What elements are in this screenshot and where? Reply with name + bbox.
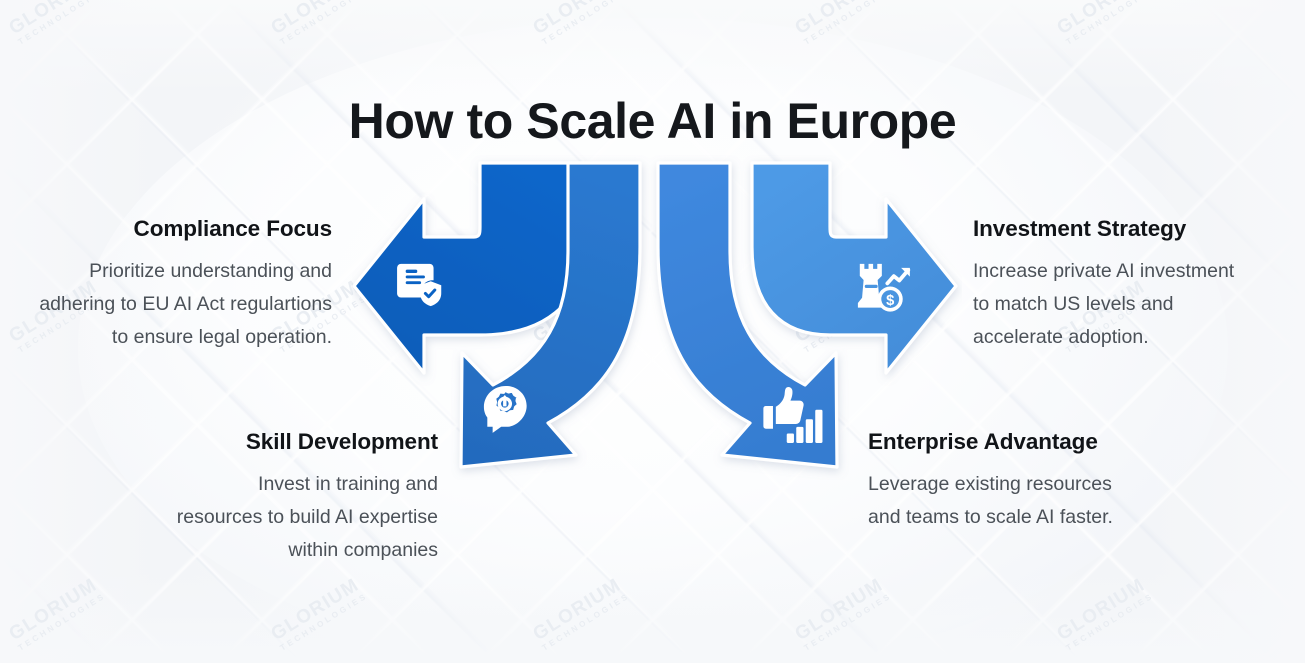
- block-compliance-heading: Compliance Focus: [133, 216, 333, 241]
- block-enterprise-heading: Enterprise Advantage: [868, 429, 1098, 454]
- arrow-investment: [750, 161, 958, 375]
- arrow-diagram: $: [352, 161, 958, 469]
- chess-rook-growth-dollar-icon: $: [857, 263, 911, 312]
- block-compliance-body: Prioritize understanding and adhering to…: [39, 260, 332, 348]
- thumbs-up-bar-chart-icon: [763, 386, 823, 443]
- block-skill-heading: Skill Development: [245, 429, 438, 454]
- block-skill-body: Invest in training and resources to buil…: [176, 473, 438, 561]
- head-gear-arrow-up-icon: [483, 385, 527, 433]
- page-title: How to Scale AI in Europe: [348, 92, 957, 149]
- block-skill-development: Skill Development Invest in training and…: [176, 429, 438, 567]
- block-investment-strategy: Investment Strategy Increase private AI …: [973, 216, 1253, 354]
- block-compliance-focus: Compliance Focus Prioritize understandin…: [36, 216, 332, 354]
- block-enterprise-advantage: Enterprise Advantage Leverage existing r…: [868, 429, 1148, 534]
- svg-text:$: $: [886, 293, 894, 309]
- block-enterprise-body: Leverage existing resources and teams to…: [868, 473, 1113, 528]
- block-investment-heading: Investment Strategy: [973, 216, 1187, 241]
- block-investment-body: Increase private AI investment to match …: [973, 260, 1235, 348]
- document-shield-check-icon: [397, 263, 442, 307]
